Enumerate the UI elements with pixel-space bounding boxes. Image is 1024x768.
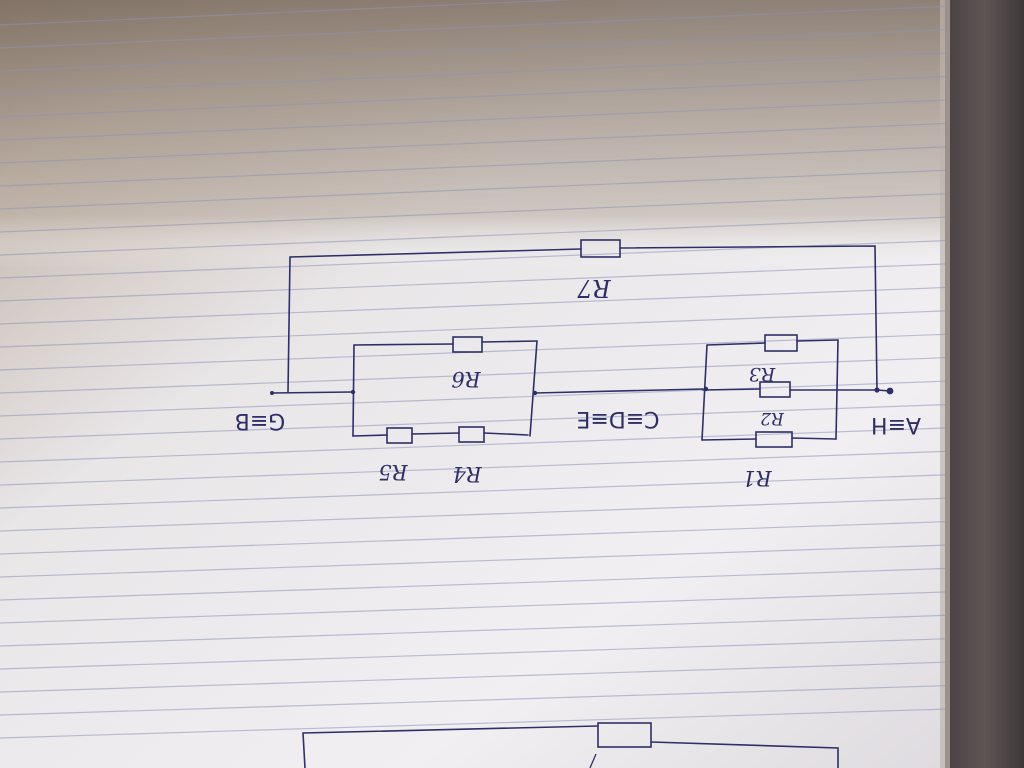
ruled-line	[0, 544, 946, 578]
ruled-line	[0, 708, 946, 739]
ruled-line	[0, 169, 946, 210]
notebook-spine	[945, 0, 1024, 768]
ruled-line	[0, 52, 946, 95]
resistor-r3-symbol	[764, 334, 798, 352]
circuit-wires	[271, 245, 891, 441]
ruled-line	[0, 450, 946, 486]
ruled-line	[0, 5, 946, 49]
resistor-label-r5: R5	[378, 460, 408, 484]
ruled-line	[0, 99, 946, 141]
ruled-line	[0, 263, 946, 302]
resistor-r2-symbol	[759, 381, 791, 398]
node-label-left: G≡B	[235, 408, 286, 433]
ruled-line	[0, 427, 946, 463]
resistor-r1-symbol	[755, 431, 793, 448]
ruled-line	[0, 193, 946, 233]
node-label-middle: C≡D≡E	[576, 406, 659, 431]
resistor-label-r4: R4	[452, 462, 482, 486]
ruled-line	[0, 146, 946, 187]
ruled-line	[0, 0, 575, 26]
resistor-label-r2: R2	[760, 408, 785, 428]
ruled-line	[0, 357, 946, 394]
resistor-r4-symbol	[458, 426, 485, 443]
ruled-line	[0, 216, 946, 256]
junction-dots	[270, 386, 894, 396]
resistor-label-r3: R3	[749, 363, 776, 385]
ruled-line	[0, 29, 946, 72]
node-label-right: A≡H	[871, 412, 921, 437]
ruled-line	[0, 567, 946, 601]
ruled-line	[0, 685, 946, 716]
ruled-line	[0, 638, 946, 670]
spine-highlight	[940, 0, 950, 768]
lower-sketch-fragment	[302, 722, 839, 768]
ruled-line	[0, 521, 946, 555]
resistor-r6-symbol	[452, 336, 483, 353]
ruled-line	[0, 661, 946, 693]
ruled-line	[0, 497, 946, 532]
ruled-line	[0, 404, 946, 440]
resistor-label-r1: R1	[742, 466, 772, 490]
ruled-line	[0, 380, 946, 417]
ruled-line	[0, 474, 946, 509]
ruled-line	[0, 122, 946, 164]
resistor-symbols	[386, 239, 798, 448]
resistor-label-r6: R6	[451, 367, 481, 391]
ruled-line	[0, 591, 946, 624]
resistor-r5-symbol	[386, 427, 413, 444]
resistor-r7-symbol	[580, 239, 621, 258]
ruled-line	[0, 614, 946, 647]
ruled-line	[0, 76, 946, 118]
resistor-label-r7: R7	[577, 274, 612, 302]
ruled-line	[0, 310, 946, 348]
ruled-line	[0, 286, 946, 325]
